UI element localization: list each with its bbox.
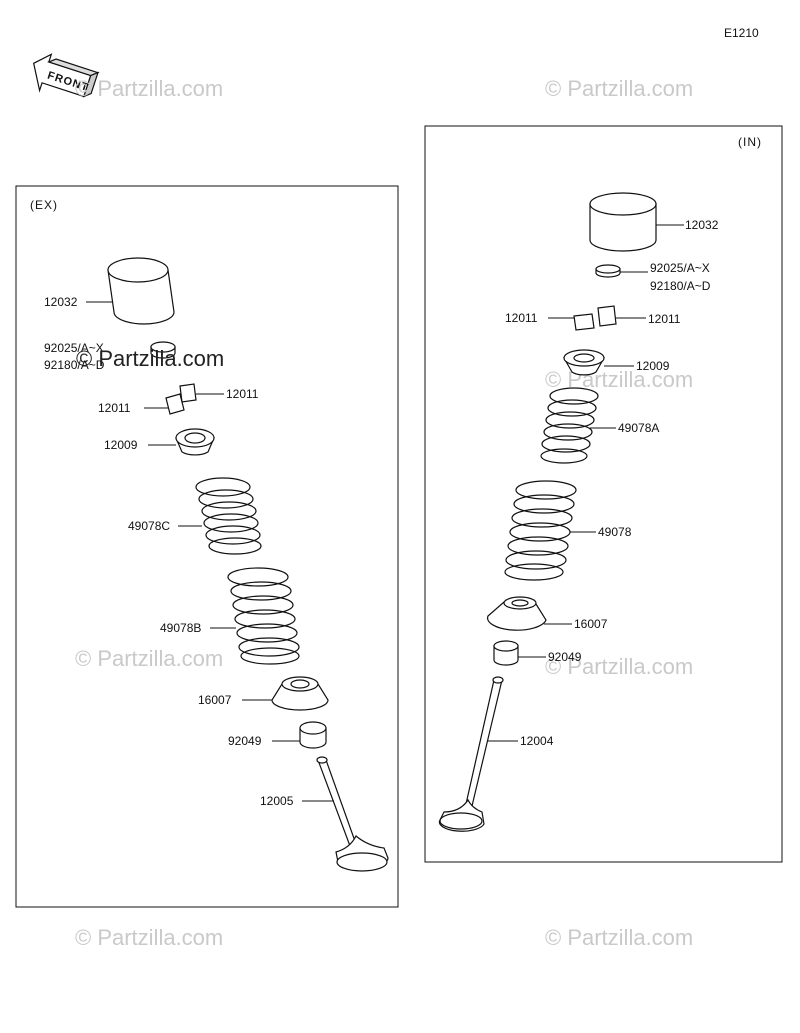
- watermark-5: © Partzilla.com: [545, 654, 693, 679]
- in-spring-seat: [487, 596, 547, 631]
- watermark-1: © Partzilla.com: [75, 76, 223, 101]
- in-retainer: [562, 349, 606, 376]
- ex-label-retainer: 12009: [104, 438, 138, 452]
- watermark-7: © Partzilla.com: [545, 925, 693, 950]
- in-label-cotter-right: 12011: [648, 312, 681, 326]
- watermark-6: © Partzilla.com: [75, 925, 223, 950]
- intake-panel: (IN) 12032 92025/A~X 92180/A~D 12011 120…: [424, 125, 783, 863]
- in-label-tappet: 12032: [685, 218, 719, 232]
- exhaust-frame: [15, 185, 399, 908]
- front-arrow-icon: FRONT: [32, 53, 100, 98]
- ex-label-spring-inner: 49078C: [128, 519, 170, 533]
- watermark-2: © Partzilla.com: [545, 76, 693, 101]
- in-label-stem-seal: 92049: [548, 650, 582, 664]
- in-cotters: [573, 305, 617, 331]
- in-valve: [438, 676, 504, 832]
- ex-label-spring-seat: 16007: [198, 693, 232, 707]
- ex-retainer: [175, 428, 215, 456]
- in-label-shim-1: 92025/A~X: [650, 261, 710, 275]
- intake-frame: [424, 125, 783, 863]
- in-label-spring-seat: 16007: [574, 617, 608, 631]
- in-shim: [595, 264, 621, 278]
- in-label-valve: 12004: [520, 734, 554, 748]
- in-label-shim-2: 92180/A~D: [650, 279, 711, 293]
- in-spring-inner: [540, 387, 599, 464]
- ex-shim: [150, 341, 176, 359]
- ex-spring-inner: [195, 477, 262, 555]
- ex-spring-seat: [271, 676, 329, 711]
- in-label-cotter-left: 12011: [505, 311, 538, 325]
- in-spring-outer: [504, 480, 577, 581]
- intake-header: (IN): [738, 135, 762, 149]
- ex-label-shim-1: 92025/A~X: [44, 341, 104, 355]
- ex-spring-outer: [227, 567, 300, 665]
- ex-cotters: [165, 383, 197, 415]
- in-stem-seal: [493, 640, 519, 666]
- ex-tappet: [107, 257, 175, 325]
- ex-label-shim-2: 92180/A~D: [44, 358, 105, 372]
- in-label-spring-inner: 49078A: [618, 421, 659, 435]
- watermark-4: © Partzilla.com: [75, 646, 223, 671]
- ex-stem-seal: [299, 721, 327, 749]
- in-label-retainer: 12009: [636, 359, 670, 373]
- ex-label-valve: 12005: [260, 794, 294, 808]
- diagram-code: E1210: [724, 26, 759, 40]
- ex-label-stem-seal: 92049: [228, 734, 262, 748]
- exhaust-panel: (EX) 12032 92025/A~X 92180/A~D © Partzil…: [15, 185, 399, 908]
- ex-valve: [316, 756, 389, 872]
- ex-label-cotter-right: 12011: [226, 387, 259, 401]
- watermark-dark: © Partzilla.com: [76, 346, 224, 371]
- in-label-spring-outer: 49078: [598, 525, 632, 539]
- ex-label-tappet: 12032: [44, 295, 78, 309]
- ex-label-spring-outer: 49078B: [160, 621, 201, 635]
- ex-label-cotter-left: 12011: [98, 401, 131, 415]
- exhaust-header: (EX): [30, 198, 58, 212]
- in-tappet: [589, 192, 657, 252]
